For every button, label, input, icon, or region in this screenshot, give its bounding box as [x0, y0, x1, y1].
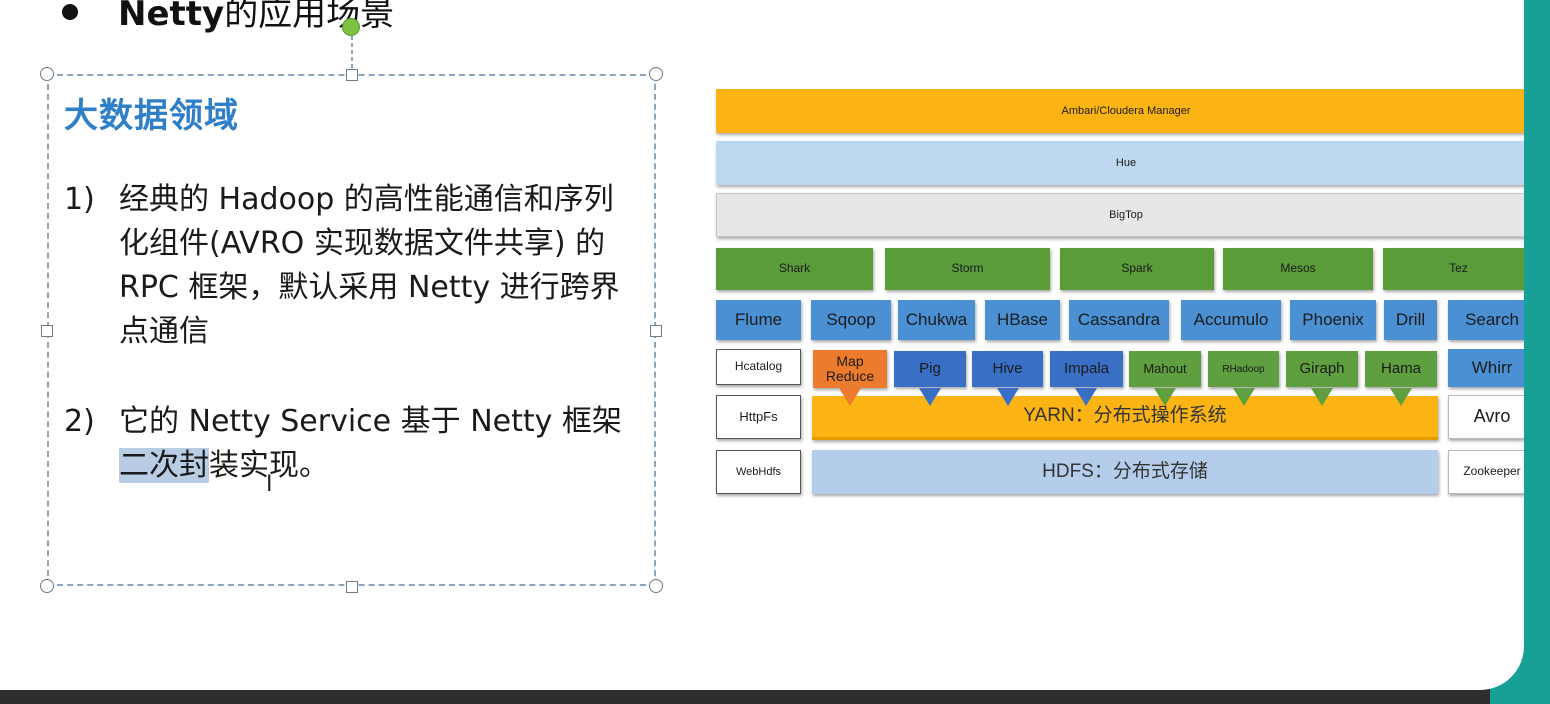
impala-box: Impala	[1050, 351, 1123, 387]
hcatalog-box: Hcatalog	[716, 349, 801, 385]
down-arrow-icon	[1390, 388, 1412, 406]
spark-box: Spark	[1060, 248, 1214, 290]
heading-bullet	[62, 4, 78, 20]
resize-handle-top[interactable]	[346, 69, 358, 81]
chukwa-box: Chukwa	[898, 300, 975, 340]
mahout-box: Mahout	[1129, 351, 1201, 387]
section-title[interactable]: 大数据领域	[64, 96, 239, 136]
down-arrow-icon	[839, 388, 861, 406]
down-arrow-icon	[1311, 388, 1333, 406]
hdfs-bar: HDFS：分布式存储	[812, 450, 1438, 494]
resize-handle-top-left[interactable]	[40, 67, 54, 81]
flume-box: Flume	[716, 300, 801, 340]
hive-box: Hive	[972, 351, 1043, 387]
tez-box: Tez	[1383, 248, 1524, 290]
phoenix-box: Phoenix	[1290, 300, 1376, 340]
selected-text[interactable]: 二次封	[119, 448, 209, 483]
list-item-number: 2)	[64, 404, 95, 439]
zookeeper-box: Zookeeper	[1448, 450, 1524, 494]
giraph-box: Giraph	[1286, 351, 1358, 387]
list-item-number: 1)	[64, 182, 95, 217]
slide-heading: Netty的应用场景	[118, 0, 394, 35]
storm-box: Storm	[885, 248, 1050, 290]
resize-handle-bottom-left[interactable]	[40, 579, 54, 593]
shark-box: Shark	[716, 248, 873, 290]
heading-bold: Netty	[118, 0, 225, 34]
ambari-bar: Ambari/Cloudera Manager	[716, 89, 1524, 133]
text-before-selection: 它的 Netty Service 基于 Netty 框架	[119, 404, 622, 439]
accumulo-box: Accumulo	[1181, 300, 1281, 340]
down-arrow-icon	[997, 388, 1019, 406]
down-arrow-icon	[1154, 388, 1176, 406]
webhdfs-box: WebHdfs	[716, 450, 801, 494]
rhadoop-box: RHadoop	[1208, 351, 1279, 387]
drill-box: Drill	[1384, 300, 1437, 340]
rotate-handle[interactable]	[342, 18, 360, 36]
hbase-box: HBase	[985, 300, 1060, 340]
bigtop-bar: BigTop	[716, 193, 1524, 237]
yarn-bar: YARN：分布式操作系统	[812, 396, 1438, 440]
resize-handle-right[interactable]	[650, 325, 662, 337]
cassandra-box: Cassandra	[1069, 300, 1169, 340]
heading-rest: 的应用场景	[224, 0, 395, 34]
resize-handle-bottom-right[interactable]	[649, 579, 663, 593]
pig-box: Pig	[894, 351, 966, 387]
down-arrow-icon	[919, 388, 941, 406]
text-after-selection: 装实现。	[209, 448, 329, 483]
hue-bar: Hue	[716, 141, 1524, 185]
avro-box: Avro	[1448, 395, 1524, 439]
hama-box: Hama	[1365, 351, 1437, 387]
resize-handle-bottom[interactable]	[346, 581, 358, 593]
search-box: Search	[1448, 300, 1524, 340]
httpfs-box: HttpFs	[716, 395, 801, 439]
slide-canvas: Netty的应用场景 大数据领域 1) 经典的 Hadoop 的高性能通信和序列…	[0, 0, 1524, 690]
text-cursor-icon: I	[266, 472, 273, 497]
sqoop-box: Sqoop	[811, 300, 891, 340]
rotation-connector	[351, 36, 353, 76]
resize-handle-left[interactable]	[41, 325, 53, 337]
mesos-box: Mesos	[1223, 248, 1373, 290]
list-item-text: 它的 Netty Service 基于 Netty 框架二次封装实现。	[119, 400, 629, 488]
whirr-box: Whirr	[1448, 349, 1524, 387]
mapreduce-box: Map Reduce	[813, 350, 887, 388]
down-arrow-icon	[1233, 388, 1255, 406]
down-arrow-icon	[1075, 388, 1097, 406]
list-item-text: 经典的 Hadoop 的高性能通信和序列化组件(AVRO 实现数据文件共享) 的…	[119, 182, 620, 349]
resize-handle-top-right[interactable]	[649, 67, 663, 81]
